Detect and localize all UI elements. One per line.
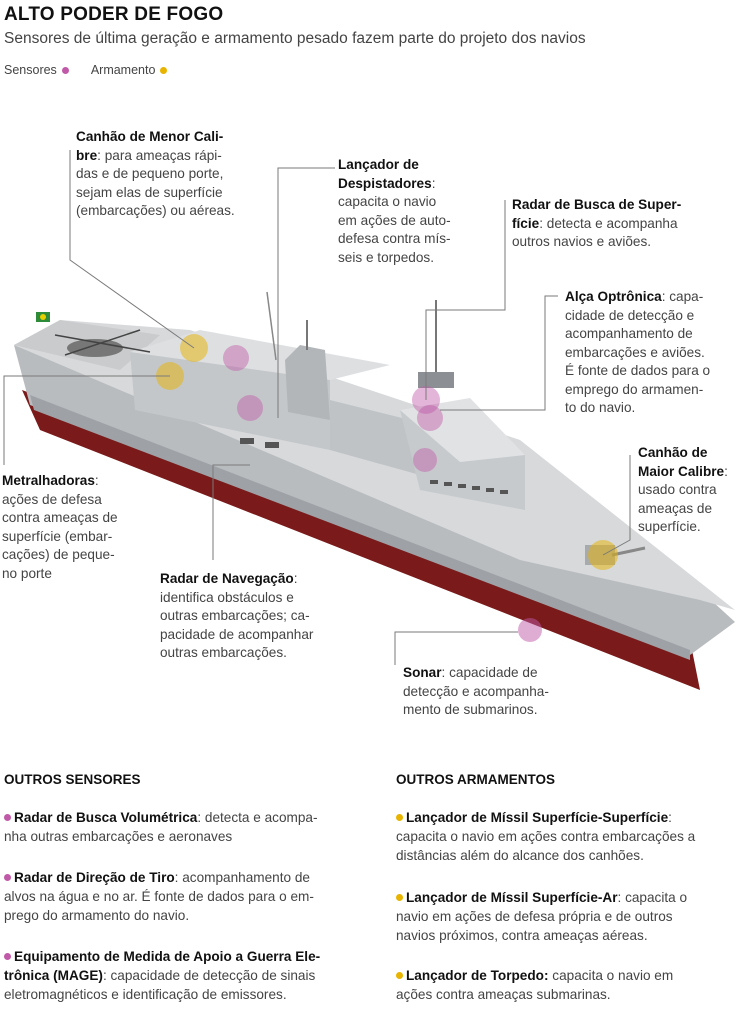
callout-canhao-menor: Canhão de Menor Cali- bre: para ameaças … <box>76 129 235 218</box>
sensor-bullet-icon <box>4 953 11 960</box>
sensor-dot-icon <box>61 66 69 74</box>
marker-sonar <box>518 618 542 642</box>
page-title: ALTO PODER DE FOGO <box>4 4 224 25</box>
bridge-roof <box>400 398 525 462</box>
legend-sensors-label: Sensores <box>4 63 57 77</box>
sensor-entry-volumetrica: Radar de Busca Volumétrica: detecta e ac… <box>4 810 318 844</box>
leader-alca-optronica <box>440 295 558 411</box>
leader-radar-busca <box>425 200 506 400</box>
callout-sonar: Sonar: capacidade de detecção e acompanh… <box>403 665 549 717</box>
callout-canhao-maior: Canhão de Maior Calibre: usado contra am… <box>638 445 728 534</box>
sensor-entry-direcao-tiro: Radar de Direção de Tiro: acompanhamento… <box>4 870 314 923</box>
callout-radar-navegacao: Radar de Navegação: identifica obstáculo… <box>160 571 314 660</box>
legend-weapons: Armamento <box>91 63 168 77</box>
leader-canhao-maior <box>602 455 631 556</box>
marker-mage <box>413 448 437 472</box>
optronic-director <box>418 372 454 388</box>
leader-sonar <box>394 631 518 665</box>
sensor-bullet-icon <box>4 874 11 881</box>
sensor-entry-mage: Equipamento de Medida de Apoio a Guerra … <box>4 949 321 1002</box>
marker-despistadores <box>223 345 249 371</box>
hull-lower-shade <box>30 395 690 660</box>
leader-canhao-menor <box>69 150 195 349</box>
marker-radar-navegacao <box>237 395 263 421</box>
callout-radar-busca-superficie: Radar de Busca de Super- fície: detecta … <box>512 197 682 249</box>
mid-structure <box>330 400 420 475</box>
legend-sensors: Sensores <box>4 63 69 77</box>
legend-weapons-label: Armamento <box>90 63 156 77</box>
leader-radar-navegacao <box>212 464 250 560</box>
weapon-entry-missil-sup-ar: Lançador de Míssil Superfície-Ar: capaci… <box>396 890 688 943</box>
legend: Sensores Armamento <box>4 63 168 77</box>
leader-despistadores <box>277 167 335 418</box>
callout-metralhadoras: Metralhadoras: ações de defesa contra am… <box>2 473 118 581</box>
leader-metralhadoras <box>3 375 170 465</box>
funnel <box>285 345 330 420</box>
marker-alca-optronica <box>417 405 443 431</box>
hull-side <box>14 345 735 655</box>
callout-lancador-despistadores: Lançador de Despistadores: capacita o na… <box>338 157 451 265</box>
weapon-bullet-icon <box>396 814 403 821</box>
weapon-bullet-icon <box>396 894 403 901</box>
section-title-outros-sensores: OUTROS SENSORES <box>4 772 141 787</box>
section-title-outros-armamentos: OUTROS ARMAMENTOS <box>396 772 556 787</box>
helicopter <box>54 329 151 357</box>
frigate-illustration <box>3 150 735 690</box>
weapon-entry-torpedo: Lançador de Torpedo: capacita o navio em… <box>396 968 674 1002</box>
callout-alca-optronica: Alça Optrônica: capa- cidade de detecção… <box>565 289 711 415</box>
weapon-bullet-icon <box>396 972 403 979</box>
weapon-dot-icon <box>160 66 168 74</box>
bridge-windows <box>240 438 508 494</box>
weapon-entry-missil-sup-sup: Lançador de Míssil Superfície-Superfície… <box>396 810 696 863</box>
sensor-bullet-icon <box>4 814 11 821</box>
page-subtitle: Sensores de última geração e armamento p… <box>4 30 586 47</box>
